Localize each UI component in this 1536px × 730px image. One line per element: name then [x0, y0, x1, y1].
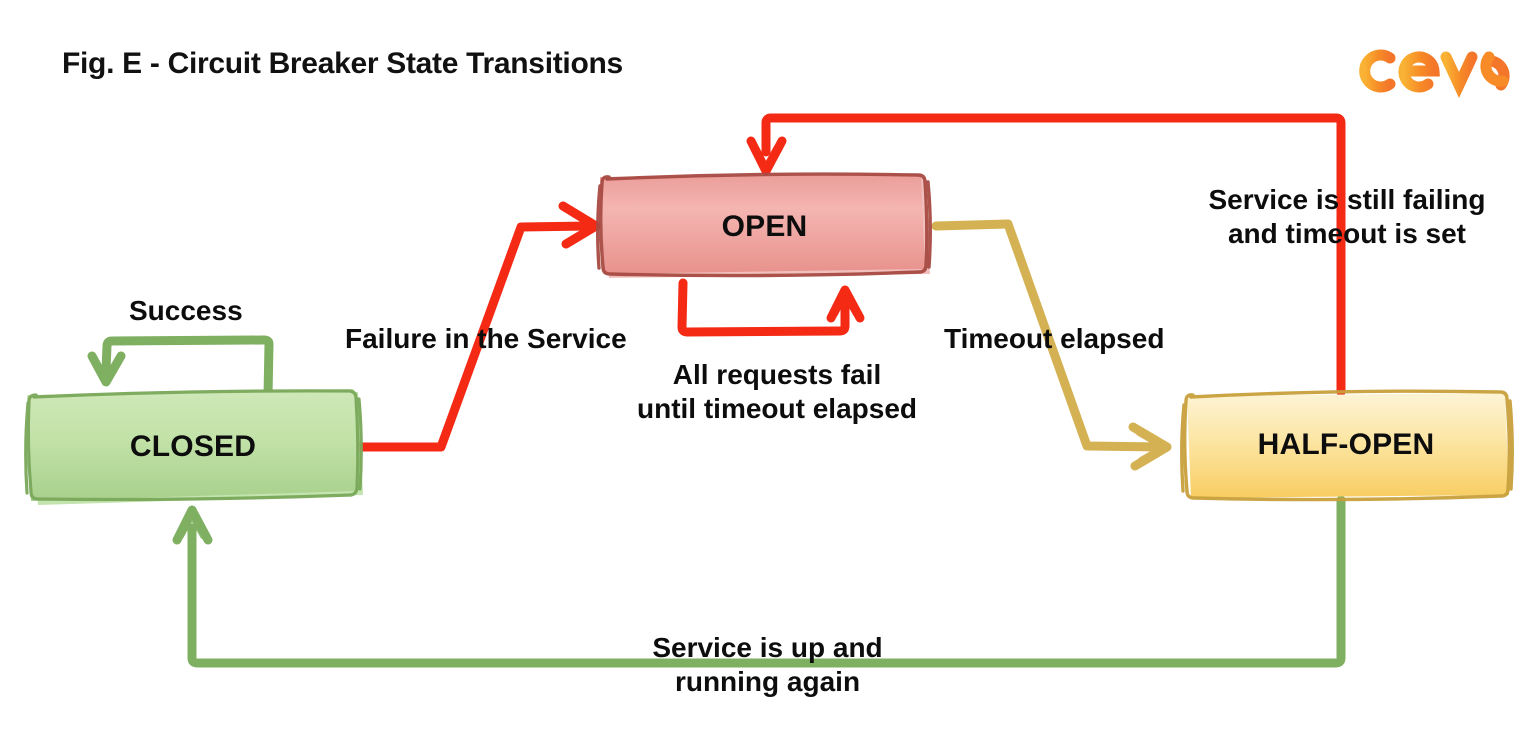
edge-closed-self	[87, 335, 274, 401]
state-node-half-open[interactable]: HALF-OPEN	[1177, 385, 1515, 505]
state-node-open[interactable]: OPEN	[592, 168, 937, 285]
edge-label-all-requests-fail: All requests fail until timeout elapsed	[636, 359, 918, 425]
edge-label-success: Success	[129, 295, 243, 326]
half-open-box-shape	[1180, 389, 1514, 502]
open-label: OPEN	[721, 209, 808, 243]
edge-closed-to-open	[347, 201, 601, 452]
open-box-shape	[596, 172, 932, 278]
edge-label-service-still-failing: Service is still failing and timeout is …	[1208, 184, 1486, 250]
half-open-label: HALF-OPEN	[1257, 428, 1435, 461]
edge-open-to-halfopen	[931, 219, 1172, 471]
edge-label-timeout-elapsed: Timeout elapsed	[944, 323, 1165, 354]
edge-label-service-up-running: Service is up and running again	[652, 632, 883, 698]
closed-label: CLOSED	[129, 429, 257, 463]
edge-open-self	[677, 278, 865, 337]
cevo-logo	[1356, 36, 1516, 98]
edge-halfopen-to-open	[746, 113, 1346, 397]
page-title: Fig. E - Circuit Breaker State Transitio…	[62, 47, 623, 80]
closed-box-shape	[24, 389, 363, 505]
edge-label-failure-in-the-service: Failure in the Service	[345, 323, 627, 354]
state-node-closed[interactable]: CLOSED	[18, 383, 368, 510]
edge-halfopen-to-closed	[172, 495, 1346, 668]
